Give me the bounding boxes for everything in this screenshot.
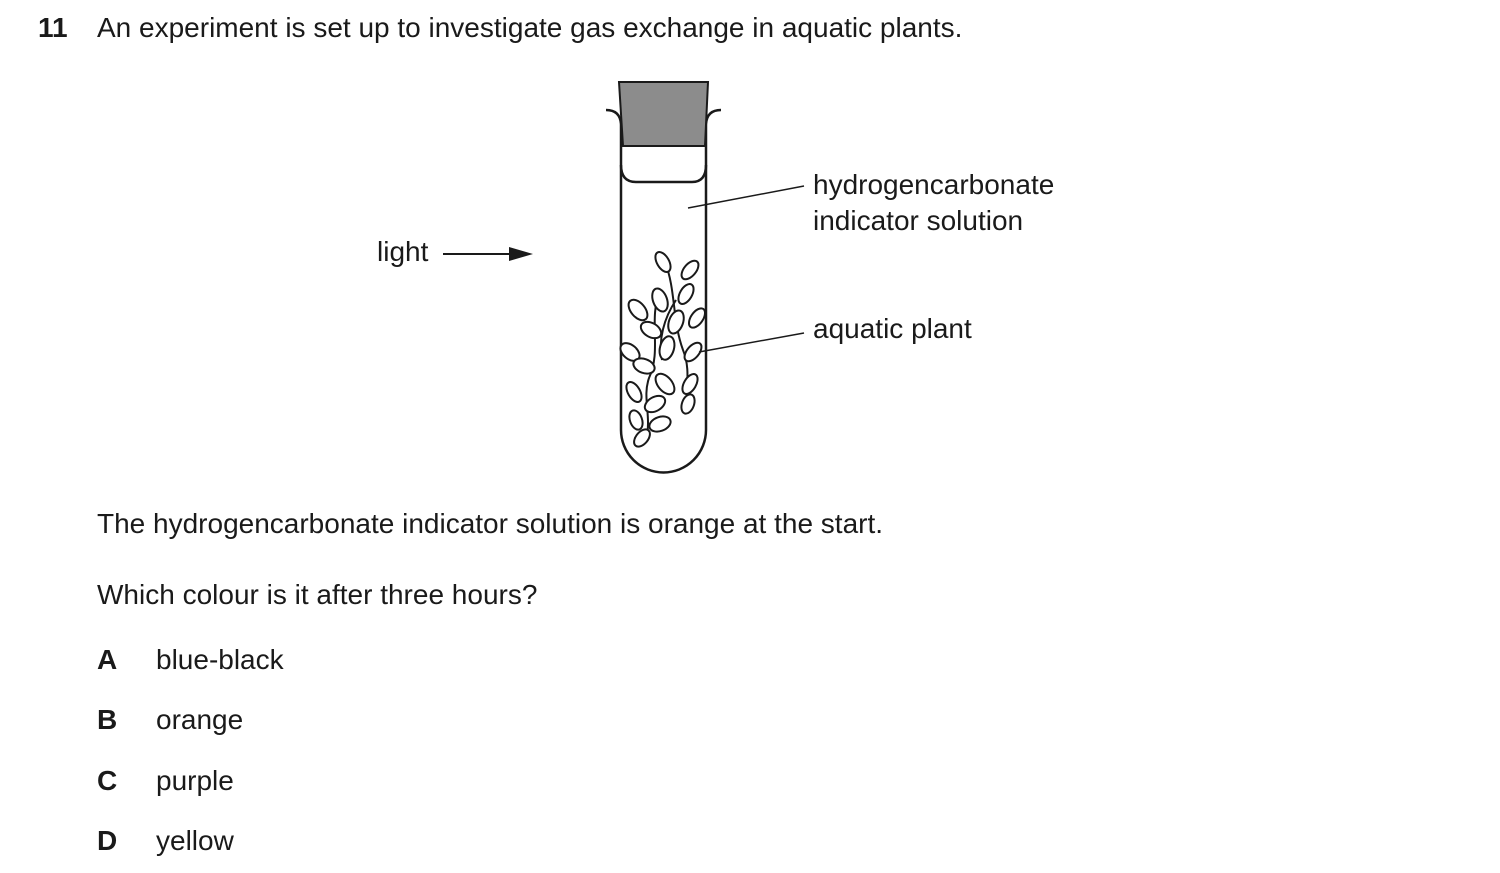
plant-leader-line [698, 332, 805, 353]
indicator-label-line2: indicator solution [813, 205, 1024, 236]
plant-label: aquatic plant [813, 313, 972, 344]
option-letter: D [97, 825, 118, 856]
light-arrow [443, 247, 533, 261]
option-text: purple [156, 765, 234, 796]
question-stem: An experiment is set up to investigate g… [97, 12, 963, 43]
option-letter: A [97, 644, 118, 675]
light-label: light [377, 236, 429, 267]
option-text: orange [156, 704, 244, 735]
question-number: 11 [38, 12, 68, 43]
info-sentence: The hydrogencarbonate indicator solution… [97, 508, 884, 539]
option-letter: B [97, 704, 118, 735]
option-text: blue-black [156, 644, 284, 675]
test-tube-diagram [443, 81, 805, 474]
option-letter: C [97, 765, 118, 796]
rubber-stopper [617, 81, 710, 147]
indicator-label-line1: hydrogencarbonate [813, 169, 1055, 200]
aquatic-plant [619, 251, 706, 448]
indicator-leader-line [687, 185, 805, 209]
question-prompt: Which colour is it after three hours? [97, 579, 538, 610]
option-text: yellow [156, 825, 234, 856]
